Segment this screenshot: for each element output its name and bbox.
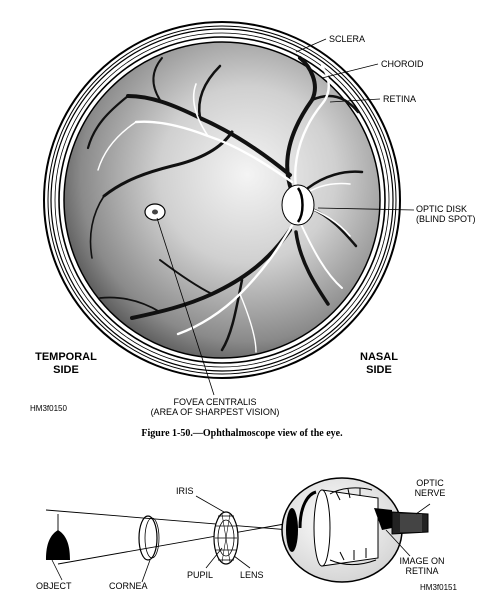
retina-label: RETINA: [383, 94, 417, 104]
figure1-leader-lines: [156, 38, 415, 396]
retinal-arteries: [97, 64, 351, 353]
figure1-caption: Figure 1-50.—Ophthalmoscope view of the …: [141, 428, 343, 439]
retinal-image: [374, 508, 392, 530]
optic-nerve-shape: [391, 511, 429, 535]
optic-disk-label: OPTIC DISK (BLIND SPOT): [416, 204, 476, 224]
retinal-veins: [86, 56, 364, 352]
iris-label: IRIS: [176, 486, 194, 496]
optic-disk: [281, 184, 315, 226]
fovea-centralis-label: FOVEA CENTRALIS (AREA OF SHARPEST VISION…: [150, 397, 280, 417]
temporal-side-label: TEMPORAL SIDE: [35, 351, 97, 376]
eyeball-shape: [281, 477, 403, 583]
cornea-label: CORNEA: [109, 581, 148, 591]
fovea-centralis: [144, 203, 166, 221]
cornea-shape: [138, 515, 160, 561]
pupil-label: PUPIL: [187, 570, 214, 580]
image-on-retina-label: IMAGE ON RETINA: [399, 556, 445, 576]
figure2-leader-lines: [51, 495, 431, 583]
choroid-label: CHOROID: [381, 59, 424, 69]
object-label: OBJECT: [36, 581, 72, 591]
sclera-label: SCLERA: [329, 34, 366, 44]
figure1-code: HM3f0150: [30, 404, 67, 413]
figure2-code: HM3f0151: [420, 583, 457, 592]
lens-label: LENS: [240, 570, 264, 580]
optic-nerve-label: OPTIC NERVE: [414, 478, 446, 498]
nasal-side-label: NASAL SIDE: [360, 351, 398, 376]
object-shape: [46, 510, 70, 560]
